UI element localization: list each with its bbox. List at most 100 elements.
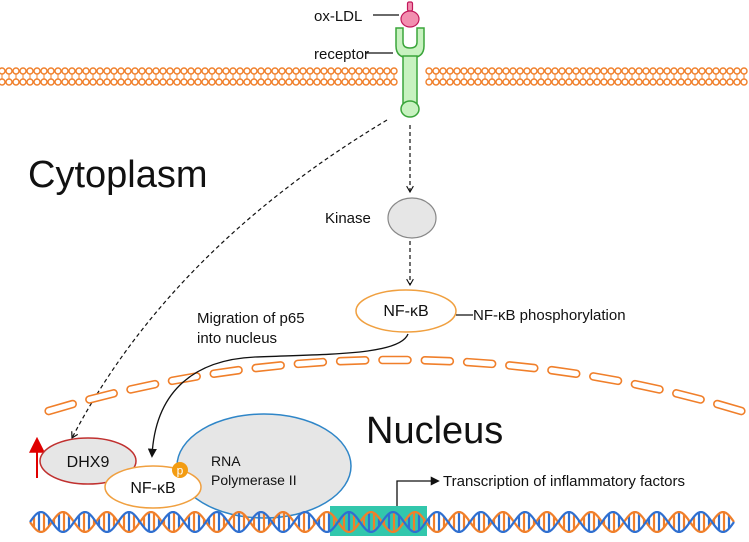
- lipid-head: [159, 67, 167, 75]
- lipid-head: [19, 78, 27, 86]
- lipid-head: [439, 67, 447, 75]
- lipid-head: [159, 78, 167, 86]
- lipid-head: [180, 78, 188, 86]
- lipid-head: [565, 78, 573, 86]
- lipid-head: [68, 78, 76, 86]
- lipid-head: [222, 78, 230, 86]
- nfkb-phosphorylation-label: NF-κB phosphorylation: [473, 307, 626, 324]
- envelope-segment: [713, 399, 746, 416]
- lipid-head: [355, 67, 363, 75]
- lipid-head: [243, 67, 251, 75]
- lipid-head: [33, 78, 41, 86]
- envelope-segment: [462, 357, 497, 369]
- lipid-head: [103, 78, 111, 86]
- lipid-head: [236, 78, 244, 86]
- lipid-head: [292, 67, 300, 75]
- lipid-head: [474, 78, 482, 86]
- lipid-head: [257, 67, 265, 75]
- lipid-head: [558, 78, 566, 86]
- lipid-head: [327, 67, 335, 75]
- dna-helix: [29, 510, 735, 534]
- lipid-head: [523, 78, 531, 86]
- lipid-head: [537, 67, 545, 75]
- lipid-head: [481, 78, 489, 86]
- lipid-head: [334, 67, 342, 75]
- lipid-head: [635, 78, 643, 86]
- p65-migration-arrow: [147, 333, 409, 458]
- lipid-head: [614, 78, 622, 86]
- lipid-head: [96, 78, 104, 86]
- lipid-head: [138, 78, 146, 86]
- lipid-head: [453, 67, 461, 75]
- lipid-head: [117, 78, 125, 86]
- lipid-head: [110, 67, 118, 75]
- lipid-head: [376, 67, 384, 75]
- lipid-head: [572, 67, 580, 75]
- lipid-head: [362, 78, 370, 86]
- lipid-head: [222, 67, 230, 75]
- envelope-segment: [167, 372, 201, 386]
- lipid-head: [495, 67, 503, 75]
- lipid-head: [33, 67, 41, 75]
- lipid-head: [698, 78, 706, 86]
- migration-label-line1: Migration of p65: [197, 310, 305, 327]
- lipid-head: [313, 78, 321, 86]
- lipid-head: [271, 78, 279, 86]
- lipid-head: [670, 78, 678, 86]
- lipid-head: [586, 67, 594, 75]
- lipid-head: [327, 78, 335, 86]
- receptor-to-dhx9-arrow: [71, 119, 388, 440]
- lipid-head: [5, 67, 13, 75]
- lipid-head: [292, 78, 300, 86]
- lipid-head: [663, 78, 671, 86]
- lipid-head: [110, 78, 118, 86]
- envelope-segment: [630, 379, 664, 394]
- lipid-head: [677, 67, 685, 75]
- lipid-head: [0, 78, 6, 86]
- envelope-segment: [44, 399, 77, 416]
- lipid-head: [656, 78, 664, 86]
- lipid-head: [26, 67, 34, 75]
- nfkb-cytoplasm-label: NF-κB: [383, 303, 428, 320]
- lipid-head: [320, 67, 328, 75]
- lipid-head: [530, 78, 538, 86]
- lipid-head: [82, 67, 90, 75]
- lipid-head: [684, 78, 692, 86]
- lipid-head: [341, 67, 349, 75]
- envelope-segment: [209, 365, 243, 379]
- lipid-head: [390, 78, 398, 86]
- lipid-head: [75, 67, 83, 75]
- lipid-head: [446, 78, 454, 86]
- lipid-head: [61, 78, 69, 86]
- lipid-head: [453, 78, 461, 86]
- lipid-head: [173, 78, 181, 86]
- lipid-head: [733, 78, 741, 86]
- envelope-segment: [85, 389, 118, 404]
- dna-strand-b: [29, 510, 735, 534]
- lipid-head: [68, 67, 76, 75]
- lipid-head: [474, 67, 482, 75]
- lipid-head: [481, 67, 489, 75]
- lipid-head: [278, 78, 286, 86]
- envelope-segment: [378, 355, 412, 365]
- lipid-head: [488, 78, 496, 86]
- lipid-head: [348, 78, 356, 86]
- lipid-head: [705, 67, 713, 75]
- lipid-head: [243, 78, 251, 86]
- lipid-head: [628, 78, 636, 86]
- lipid-head: [0, 67, 6, 75]
- lipid-head: [180, 67, 188, 75]
- envelope-segment: [420, 356, 455, 366]
- lipid-head: [208, 78, 216, 86]
- lipid-head: [621, 67, 629, 75]
- lipid-head: [460, 67, 468, 75]
- lipid-head: [215, 78, 223, 86]
- lipid-head: [54, 78, 62, 86]
- lipid-head: [201, 67, 209, 75]
- lipid-head: [600, 67, 608, 75]
- lipid-head: [635, 67, 643, 75]
- lipid-head: [439, 78, 447, 86]
- kinase-label: Kinase: [325, 210, 371, 227]
- lipid-head: [47, 67, 55, 75]
